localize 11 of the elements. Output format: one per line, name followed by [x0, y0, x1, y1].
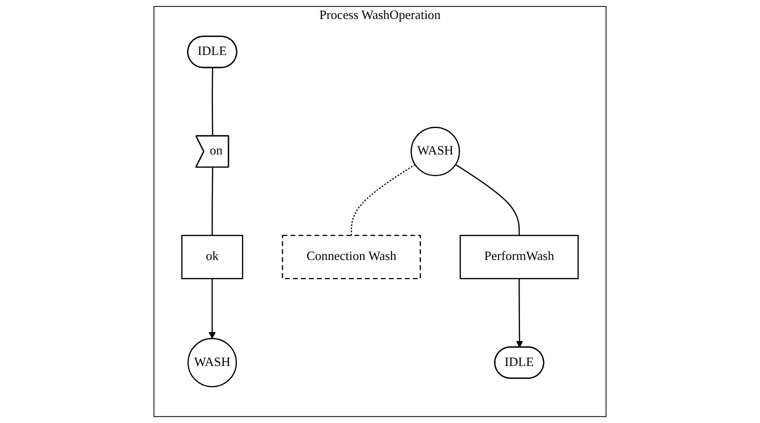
arrow: [516, 278, 524, 348]
connector: [350, 164, 416, 236]
node-circle: WASH: [410, 126, 460, 176]
node-box: PerformWash: [460, 234, 579, 280]
connector: [212, 68, 214, 136]
node-box: ok: [181, 234, 244, 280]
arrow: [208, 278, 216, 339]
node-circle: WASH: [188, 338, 237, 388]
connector: [212, 167, 214, 236]
node-box: Connection Wash: [282, 234, 421, 280]
connector: [455, 164, 520, 236]
